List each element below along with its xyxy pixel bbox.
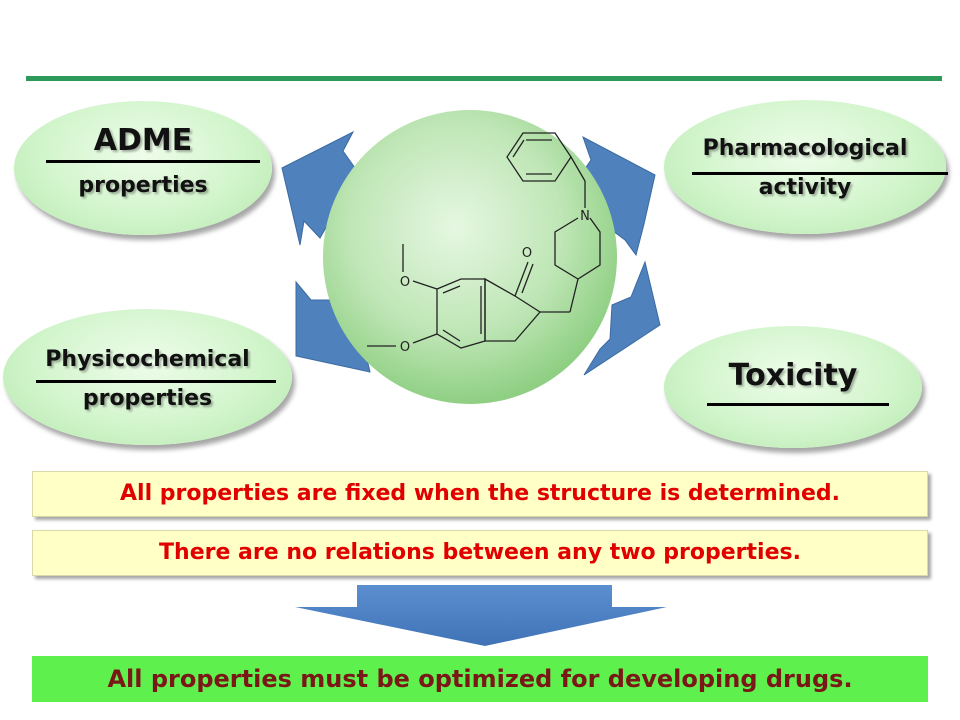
header-divider-line: [26, 76, 942, 81]
toxicity-oval: Toxicity: [664, 326, 922, 448]
physicochemical-subtitle: properties: [82, 386, 213, 411]
toxicity-underline: [707, 403, 889, 406]
central-sphere: [323, 110, 617, 404]
conclusion-banner: All properties must be optimized for dev…: [32, 656, 928, 702]
pharmacological-title: Pharmacological: [702, 136, 908, 161]
physicochemical-title: Physicochemical: [45, 347, 250, 372]
statement-fixed-properties: All properties are fixed when the struct…: [32, 471, 928, 517]
pharmacological-subtitle: activity: [758, 175, 852, 200]
statement-no-relations: There are no relations between any two p…: [32, 530, 928, 576]
atom-o-methoxy-bottom: O: [400, 340, 410, 355]
toxicity-title: Toxicity: [728, 358, 858, 393]
adme-subtitle: properties: [78, 173, 208, 198]
atom-o-ketone: O: [522, 246, 532, 261]
adme-underline: [46, 160, 260, 163]
physicochemical-underline: [36, 380, 276, 383]
physicochemical-oval: Physicochemical properties: [3, 309, 292, 445]
pharmacological-underline: [692, 172, 948, 175]
atom-n: N: [580, 209, 590, 224]
adme-oval: ADME properties: [14, 101, 272, 235]
adme-title: ADME: [93, 123, 193, 158]
pharmacological-oval: Pharmacological activity: [664, 100, 948, 234]
atom-o-methoxy-top: O: [400, 275, 410, 290]
